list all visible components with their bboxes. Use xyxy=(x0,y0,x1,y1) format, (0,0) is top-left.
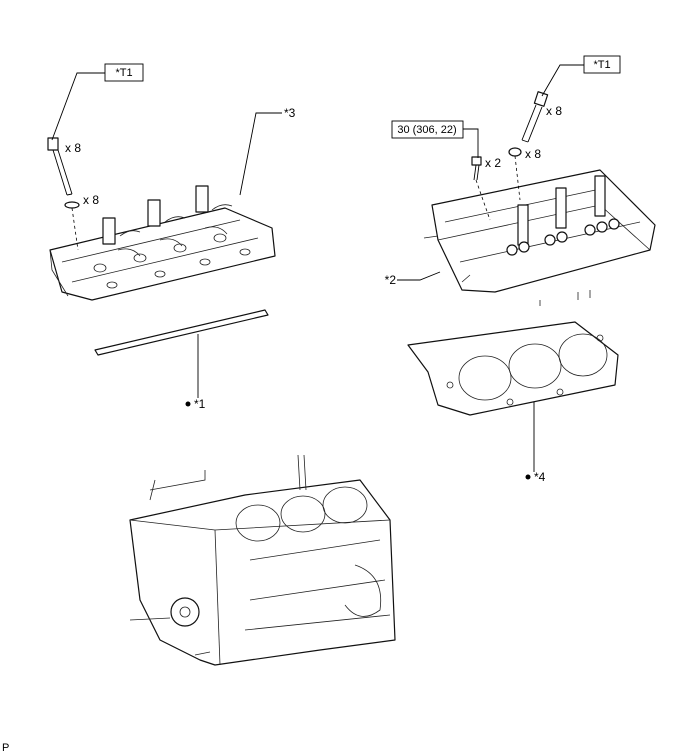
label-part2: *2 xyxy=(385,273,397,287)
head-bolt-left xyxy=(47,137,73,196)
qty-bolt-right: x 8 xyxy=(546,104,562,118)
qty-bolt-left: x 8 xyxy=(65,141,81,155)
label-t1-left: *T1 xyxy=(104,63,144,82)
label-part4: *4 xyxy=(534,470,546,484)
head-bolt-right xyxy=(521,91,549,143)
small-bolt-right xyxy=(471,156,482,181)
corner-mark: P xyxy=(2,742,9,754)
replace-dot-part1 xyxy=(185,401,191,407)
callout-lines xyxy=(51,64,584,281)
label-part1: *1 xyxy=(194,397,206,411)
qty-washer-left: x 8 xyxy=(83,193,99,207)
qty-small-bolt: x 2 xyxy=(485,156,501,170)
right-head-gasket xyxy=(407,321,619,416)
label-torque: 30 (306, 22) xyxy=(391,120,464,139)
cylinder-block xyxy=(129,454,396,666)
svg-text:*T1: *T1 xyxy=(115,67,132,79)
svg-text:30 (306, 22): 30 (306, 22) xyxy=(397,124,456,136)
left-cylinder-head xyxy=(47,137,276,301)
qty-washer-right: x 8 xyxy=(525,147,541,161)
washer-right xyxy=(508,147,522,157)
valve-springs-right xyxy=(506,175,620,256)
washer-left xyxy=(64,201,80,209)
cam-caps-left xyxy=(102,185,233,257)
replace-dot-part4 xyxy=(525,474,531,480)
svg-text:*T1: *T1 xyxy=(593,59,610,71)
label-t1-right: *T1 xyxy=(583,55,621,74)
left-head-gasket xyxy=(94,309,269,356)
label-part3: *3 xyxy=(284,106,296,120)
bolt-holes-left xyxy=(93,233,251,289)
right-cylinder-head xyxy=(423,91,656,306)
